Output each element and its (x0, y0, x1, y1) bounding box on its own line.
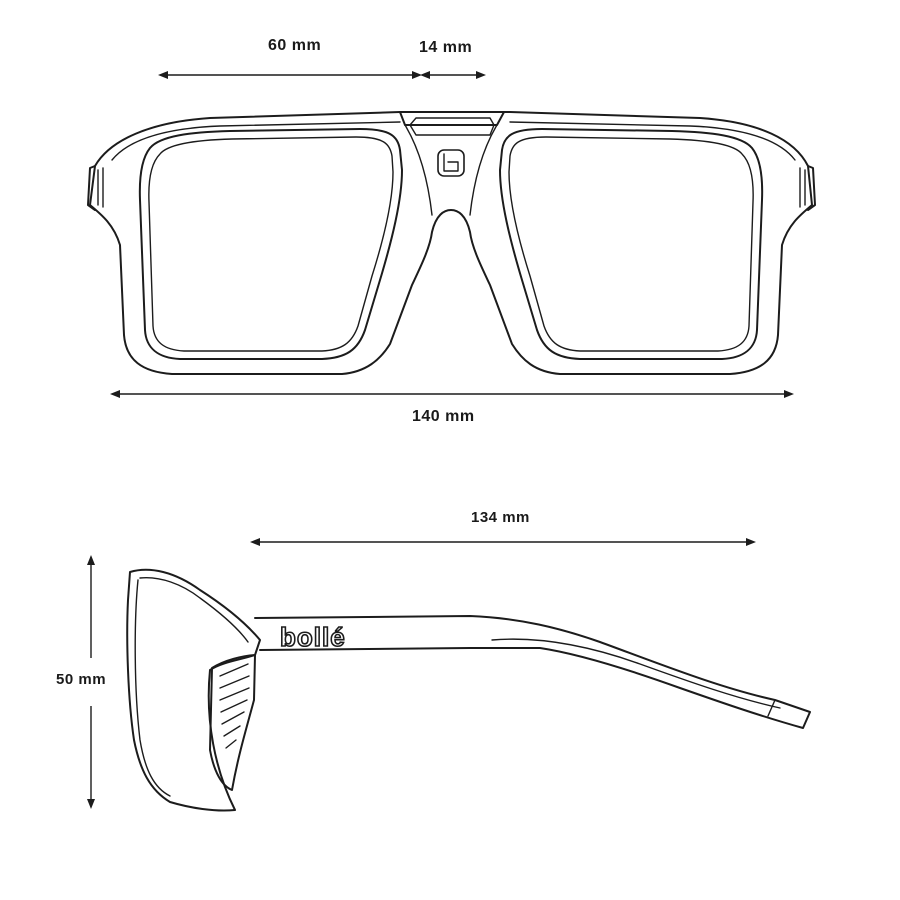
bridge-width-label: 14 mm (419, 39, 473, 56)
side-brand-logo: bollé (280, 622, 346, 652)
right-lens (499, 128, 764, 360)
side-frame-inner (139, 576, 249, 643)
top-bridge-bar (399, 111, 505, 126)
bridge-width-dimension-line (420, 71, 486, 79)
frame-width-label: 140 mm (412, 408, 475, 425)
bridge-left-edge (404, 124, 433, 216)
bridge-right-edge (469, 124, 498, 216)
temple-tip-segment (767, 699, 776, 717)
frame-width-dimension-line (110, 390, 794, 398)
left-lens-rim (148, 136, 394, 352)
temple-inner-line (491, 638, 781, 709)
right-hinge (799, 165, 816, 211)
left-lens (138, 128, 403, 360)
lens-height-label: 50 mm (56, 671, 107, 688)
left-hinge (87, 165, 104, 211)
front-frame-inner-top (111, 121, 796, 161)
temple-arm (254, 615, 811, 729)
temple-length-label: 134 mm (471, 509, 530, 526)
front-frame-outline (89, 111, 813, 375)
lens-width-dimension-line (158, 71, 422, 79)
side-shield-vents (209, 654, 256, 791)
top-bridge-inset (409, 117, 495, 136)
lens-width-label: 60 mm (268, 37, 322, 54)
lens-height-dimension-line (87, 555, 95, 809)
temple-length-dimension-line (250, 538, 756, 546)
side-lens-edge (134, 579, 171, 797)
side-front-frame (126, 568, 261, 812)
front-logo-icon (437, 149, 465, 177)
right-lens-rim (508, 136, 754, 352)
